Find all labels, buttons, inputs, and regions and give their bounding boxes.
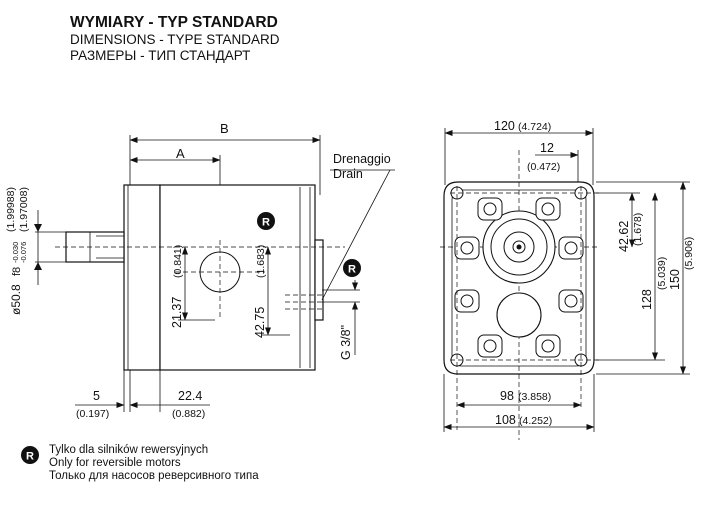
dim-5: 5 [93,389,100,403]
rear-cover-step [314,239,324,321]
dim-108-inch: (4.252) [519,415,552,427]
shaft-diameter: ø50.8 [9,284,23,315]
dim-98: 98 [500,389,514,403]
svg-text:R: R [26,451,34,463]
dim-42-62: 42.62 [617,221,631,252]
dim-42-75: 42.75 [253,307,267,338]
dim-12: 12 [540,141,554,155]
svg-text:R: R [262,217,270,229]
dim-98-inch: (3.858) [518,391,551,403]
dim-a-label: A [176,146,185,161]
dim-120: 120 [494,119,515,133]
dim-b-label: B [220,121,229,136]
dim-120-inch: (4.724) [518,121,551,133]
legend-polish: Tylko dla silników rewersyjnych [49,444,208,456]
legend-r-badge [21,446,39,464]
dim-22-4-inch: (0.882) [172,408,205,420]
reversible-badge-upper: R [257,212,275,230]
front-port [496,292,542,338]
legend: R Tylko dla silników rewersyjnych Only f… [21,444,259,482]
shaft-fit: f8 [11,267,23,276]
dim-42-62-inch: (1.678) [632,213,644,246]
dim-128-inch: (5.039) [656,257,668,290]
drain-label-italian: Drenaggio [333,152,391,166]
shaft-tolerance-lower: -0.076 [19,242,28,263]
legend-english: Only for reversible motors [49,457,181,469]
flange [123,184,161,371]
dim-22-4: 22.4 [178,389,202,403]
shaft-inch-upper: (1.99988) [5,187,17,232]
drain-label-english: Drain [333,167,363,181]
port-size: G 3/8" [339,325,353,360]
dim-21-37-inch: (0.841) [172,245,184,278]
dim-21-37: 21.37 [170,297,184,328]
shaft-tolerance-upper: -0.030 [11,242,20,263]
legend-russian: Только для насосов реверсивного типа [49,470,259,482]
dim-42-75-inch: (1.683) [255,245,267,278]
dim-150: 150 [668,269,682,290]
title-english: DIMENSIONS - TYPE STANDARD [70,32,280,47]
dim-128: 128 [640,289,654,310]
dim-12-inch: (0.472) [527,161,560,173]
dim-108: 108 [495,413,516,427]
shaft-inch-lower: (1.97008) [18,187,30,232]
front-view: 120 (4.724) 12 (0.472) [440,119,695,440]
title-polish: WYMIARY - TYP STANDARD [70,14,278,31]
dim-150-inch: (5.906) [683,237,695,270]
reversible-badge-lower: R [343,259,361,277]
side-view: B A ø50.8 f8 -0.030 -0.076 (1.99988) (1.… [5,121,395,420]
dim-5-inch: (0.197) [76,408,109,420]
title-russian: РАЗМЕРЫ - ТИП СТАНДАРТ [70,48,250,63]
svg-text:R: R [348,264,356,276]
